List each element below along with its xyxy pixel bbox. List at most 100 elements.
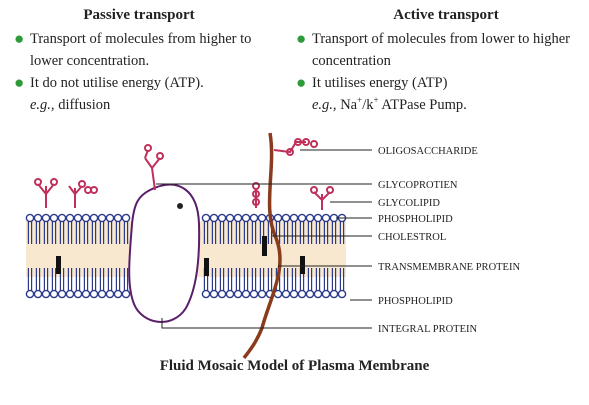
phospholipid-head (233, 289, 243, 299)
phospholipid-head (49, 213, 59, 223)
label-glycoprotien: GLYCOPROTIEN (378, 180, 458, 191)
phospholipid-head (305, 289, 315, 299)
phospholipid-layer-top (25, 213, 347, 244)
phospholipid-head (89, 289, 99, 299)
cholesterol-mark (56, 256, 61, 274)
phospholipid-head (305, 213, 315, 223)
phospholipid-head (209, 289, 219, 299)
sugar-unit (252, 190, 260, 198)
plasma-membrane-diagram: OLIGOSACCHARIDE GLYCOPROTIEN GLYCOLIPID … (25, 132, 520, 360)
phospholipid-head (57, 289, 67, 299)
phospholipid-head (281, 289, 291, 299)
sugar-unit (310, 140, 318, 148)
label-transmembrane-protein: TRANSMEMBRANE PROTEIN (378, 262, 520, 273)
phospholipid-head (257, 213, 267, 223)
phospholipid-head (233, 213, 243, 223)
phospholipid-head (225, 213, 235, 223)
label-integral-protein: INTEGRAL PROTEIN (378, 324, 477, 335)
label-phospholipid-top: PHOSPHOLIPID (378, 214, 453, 225)
label-glycolipid: GLYCOLIPID (378, 198, 440, 209)
sugar-unit (294, 138, 302, 146)
sugar-unit (252, 198, 260, 206)
leader-lines (156, 149, 372, 329)
phospholipid-head (289, 213, 299, 223)
sugar-unit (286, 148, 294, 156)
sugar-unit (310, 186, 318, 194)
phospholipid-head (57, 213, 67, 223)
phospholipid-head (65, 289, 75, 299)
transmembrane-protein (242, 132, 282, 360)
phospholipid-head (73, 213, 83, 223)
phospholipid-head (81, 289, 91, 299)
phospholipid-head (273, 213, 283, 223)
phospholipid-head (241, 213, 251, 223)
phospholipid-head (217, 213, 227, 223)
phospholipid-head (65, 213, 75, 223)
cholesterol-mark (262, 236, 267, 256)
phospholipid-head (321, 213, 331, 223)
phospholipid-head (41, 289, 51, 299)
sugar-unit (144, 144, 152, 152)
bullet-icon: ● (296, 29, 307, 48)
sugar-chain (37, 183, 55, 208)
active-transport-title: Active transport (393, 7, 499, 23)
leader-integral (161, 318, 372, 329)
integral-protein (128, 183, 201, 323)
phospholipid-head (97, 213, 107, 223)
passive-transport-column: Passive transport ● Transport of molecul… (14, 4, 284, 116)
phospholipid-head (225, 289, 235, 299)
phospholipid-head (41, 213, 51, 223)
phospholipid-head (217, 289, 227, 299)
phospholipid-head (257, 289, 267, 299)
sugar-unit (156, 152, 164, 160)
phospholipid-head (297, 289, 307, 299)
phospholipid-head (113, 289, 123, 299)
active-example: e.g., Na+/k+ ATPase Pump. (312, 95, 467, 113)
cholesterol-mark (204, 258, 209, 276)
phospholipid-head (201, 289, 211, 299)
cholesterol-mark (300, 256, 305, 274)
phospholipid-head (25, 213, 35, 223)
phospholipid-head (105, 289, 115, 299)
phospholipid-head (81, 213, 91, 223)
label-cholestrol: CHOLESTROL (378, 232, 446, 243)
phospholipid-head (249, 289, 259, 299)
phospholipid-head (209, 213, 219, 223)
label-oligosaccharide: OLIGOSACCHARIDE (378, 146, 478, 157)
phospholipid-head (329, 289, 339, 299)
phospholipid-head (297, 213, 307, 223)
active-point-2: ● It utilises energy (ATP) (296, 73, 448, 92)
phospholipid-head (313, 289, 323, 299)
phospholipid-head (313, 213, 323, 223)
phospholipid-head (201, 213, 211, 223)
phospholipid-head (241, 289, 251, 299)
phospholipid-head (73, 289, 83, 299)
active-transport-column: Active transport ● Transport of molecule… (296, 4, 586, 116)
passive-point-2: ● It do not utilise energy (ATP). (14, 73, 204, 92)
phospholipid-head (121, 289, 131, 299)
protein-dot (177, 203, 183, 209)
phospholipid-head (49, 289, 59, 299)
bullet-icon: ● (296, 73, 307, 92)
phospholipid-head (89, 213, 99, 223)
phospholipid-head (113, 213, 123, 223)
cholesterol-marks (56, 236, 305, 276)
sugar-unit (90, 186, 98, 194)
phospholipid-head (289, 289, 299, 299)
phospholipid-head (321, 289, 331, 299)
phospholipid-head (25, 289, 35, 299)
phospholipid-head (97, 289, 107, 299)
sugar-unit (252, 182, 260, 190)
phospholipid-head (121, 213, 131, 223)
oligosaccharide-chains (34, 138, 334, 210)
figure-caption: Fluid Mosaic Model of Plasma Membrane (159, 358, 430, 374)
sugar-unit (326, 186, 334, 194)
phospholipid-head (249, 213, 259, 223)
phospholipid-head (281, 213, 291, 223)
sugar-chain (313, 191, 331, 210)
sugar-chain (68, 185, 83, 208)
passive-example: e.g., diffusion (30, 97, 111, 113)
sugar-unit (50, 178, 58, 186)
bullet-icon: ● (14, 73, 25, 92)
passive-transport-title: Passive transport (83, 7, 195, 23)
